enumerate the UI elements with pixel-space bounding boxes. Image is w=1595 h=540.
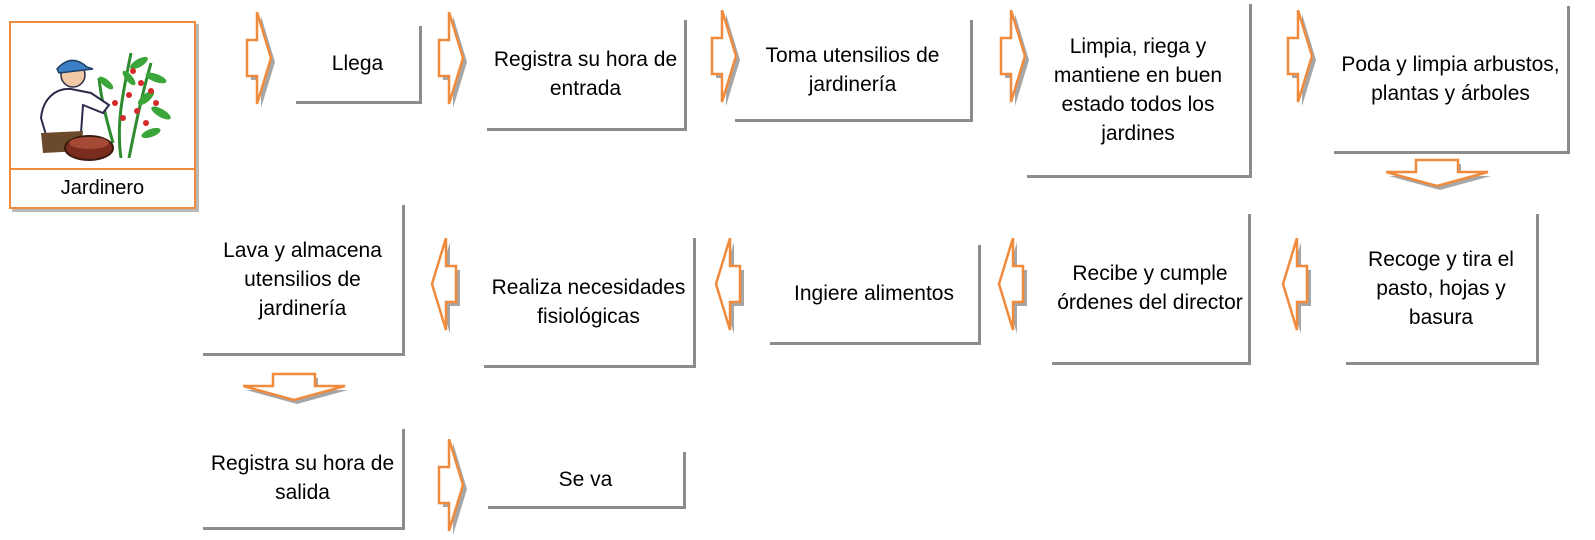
arrow-down-icon	[243, 372, 348, 404]
arrow-left-icon	[997, 238, 1027, 334]
step-box: Registra su hora de salida	[203, 429, 405, 530]
arrow-right-icon	[999, 10, 1029, 106]
step-box: Se va	[488, 452, 686, 509]
arrow-right-icon	[245, 12, 275, 108]
step-box: Recoge y tira el pasto, hojas y basura	[1346, 214, 1539, 365]
step-box: Poda y limpia arbustos, plantas y árbole…	[1334, 6, 1570, 154]
step-box: Lava y almacena utensilios de jardinería	[203, 205, 405, 356]
arrow-left-icon	[714, 238, 744, 334]
arrow-right-icon	[1286, 10, 1316, 106]
arrow-left-icon	[1281, 238, 1311, 334]
step-box: Limpia, riega y mantiene en buen estado …	[1027, 4, 1252, 178]
actor-label: Jardinero	[60, 177, 145, 199]
step-box: Recibe y cumple órdenes del director	[1052, 214, 1251, 365]
step-box: Llega	[296, 26, 422, 104]
arrow-right-icon	[437, 439, 467, 535]
step-box: Toma utensilios de jardinería	[735, 20, 973, 122]
step-box: Ingiere alimentos	[770, 245, 981, 345]
step-box: Registra su hora de entrada	[487, 20, 687, 131]
arrow-left-icon	[430, 238, 460, 334]
arrow-down-icon	[1386, 158, 1491, 190]
step-box: Realiza necesidades fisiológicas	[484, 238, 696, 368]
gardener-image	[11, 23, 194, 170]
arrow-right-icon	[437, 12, 467, 108]
arrow-right-icon	[710, 10, 740, 106]
actor-box: Jardinero	[9, 21, 196, 209]
